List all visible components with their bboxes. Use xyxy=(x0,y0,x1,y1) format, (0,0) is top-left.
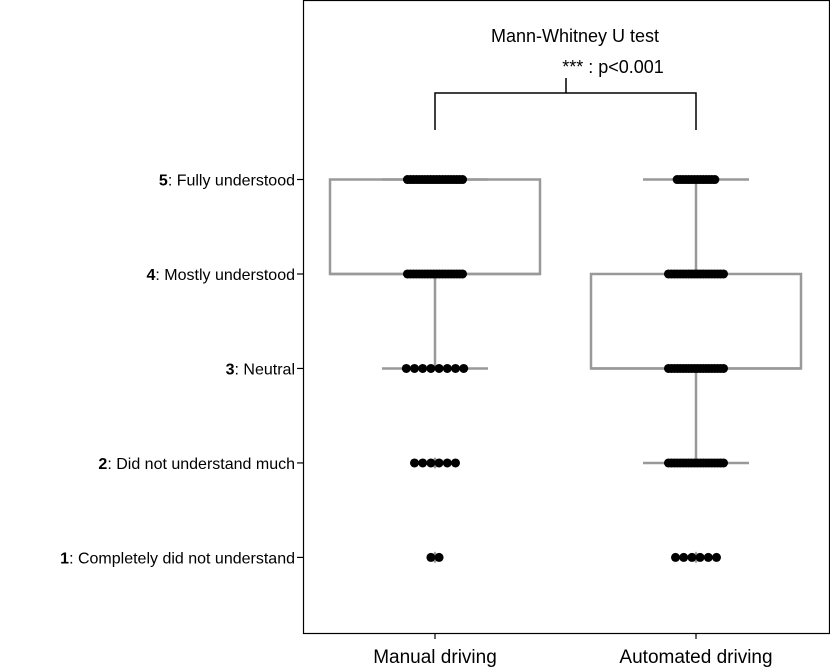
y-tick-label-2: 2: Did not understand much xyxy=(98,456,295,473)
data-point-0-3-2 xyxy=(418,363,428,373)
y-tick-label-5: 5: Fully understood xyxy=(159,173,295,190)
annotation-title: Mann-Whitney U test xyxy=(491,26,659,46)
y-tick-text: : Mostly understood xyxy=(155,267,295,284)
data-point-0-2-0 xyxy=(410,458,419,468)
y-tick-text: : Fully understood xyxy=(168,173,295,190)
y-tick-number: 2 xyxy=(98,456,107,473)
data-point-0-1-1 xyxy=(434,552,444,562)
annotation-significance: *** : p<0.001 xyxy=(562,57,664,77)
data-point-1-1-3 xyxy=(695,552,705,562)
x-tick-label-0: Manual driving xyxy=(373,647,497,668)
data-point-1-1-0 xyxy=(671,552,680,562)
y-tick-label-1: 1: Completely did not understand xyxy=(60,550,295,567)
chart-marks xyxy=(297,175,803,639)
data-point-1-3-19 xyxy=(719,363,729,373)
data-point-0-3-1 xyxy=(410,363,419,373)
significance-annotation: Mann-Whitney U test *** : p<0.001 xyxy=(434,26,697,130)
data-point-0-3-3 xyxy=(426,363,436,373)
data-point-1-4-19 xyxy=(719,269,729,279)
y-tick-text: : Neutral xyxy=(235,361,295,378)
y-tick-number: 4 xyxy=(146,267,155,284)
y-tick-label-4: 4: Mostly understood xyxy=(146,267,295,284)
y-tick-number: 3 xyxy=(226,361,235,378)
data-point-1-1-4 xyxy=(703,552,713,562)
box-group-0 xyxy=(328,178,542,564)
data-point-0-3-7 xyxy=(459,363,469,373)
data-point-0-2-2 xyxy=(426,458,436,468)
data-point-0-3-4 xyxy=(434,363,444,373)
data-point-0-2-3 xyxy=(434,458,444,468)
data-point-1-2-19 xyxy=(719,458,729,468)
data-point-0-5-19 xyxy=(458,175,468,185)
data-point-0-4-19 xyxy=(458,269,468,279)
box-iqr-1 xyxy=(589,272,803,370)
data-point-0-1-0 xyxy=(426,552,436,562)
plot-frame xyxy=(302,0,830,635)
data-point-1-1-1 xyxy=(679,552,689,562)
data-point-0-3-0 xyxy=(401,363,411,373)
y-tick-number: 1 xyxy=(60,550,69,567)
y-tick-text: : Did not understand much xyxy=(107,456,295,473)
data-point-0-2-1 xyxy=(418,458,428,468)
x-tick-label-1: Automated driving xyxy=(619,647,772,668)
y-tick-label-3: 3: Neutral xyxy=(226,361,295,378)
data-point-0-3-6 xyxy=(451,363,460,373)
data-point-0-3-5 xyxy=(442,363,452,373)
data-point-0-2-4 xyxy=(442,458,452,468)
y-tick-number: 5 xyxy=(159,173,168,190)
box-iqr-0 xyxy=(328,178,542,276)
data-point-1-1-5 xyxy=(712,552,721,562)
data-point-1-1-2 xyxy=(687,552,697,562)
data-point-0-2-5 xyxy=(451,458,460,468)
data-point-1-5-13 xyxy=(710,175,720,185)
y-tick-text: : Completely did not understand xyxy=(69,550,295,567)
significance-bracket xyxy=(434,78,697,130)
